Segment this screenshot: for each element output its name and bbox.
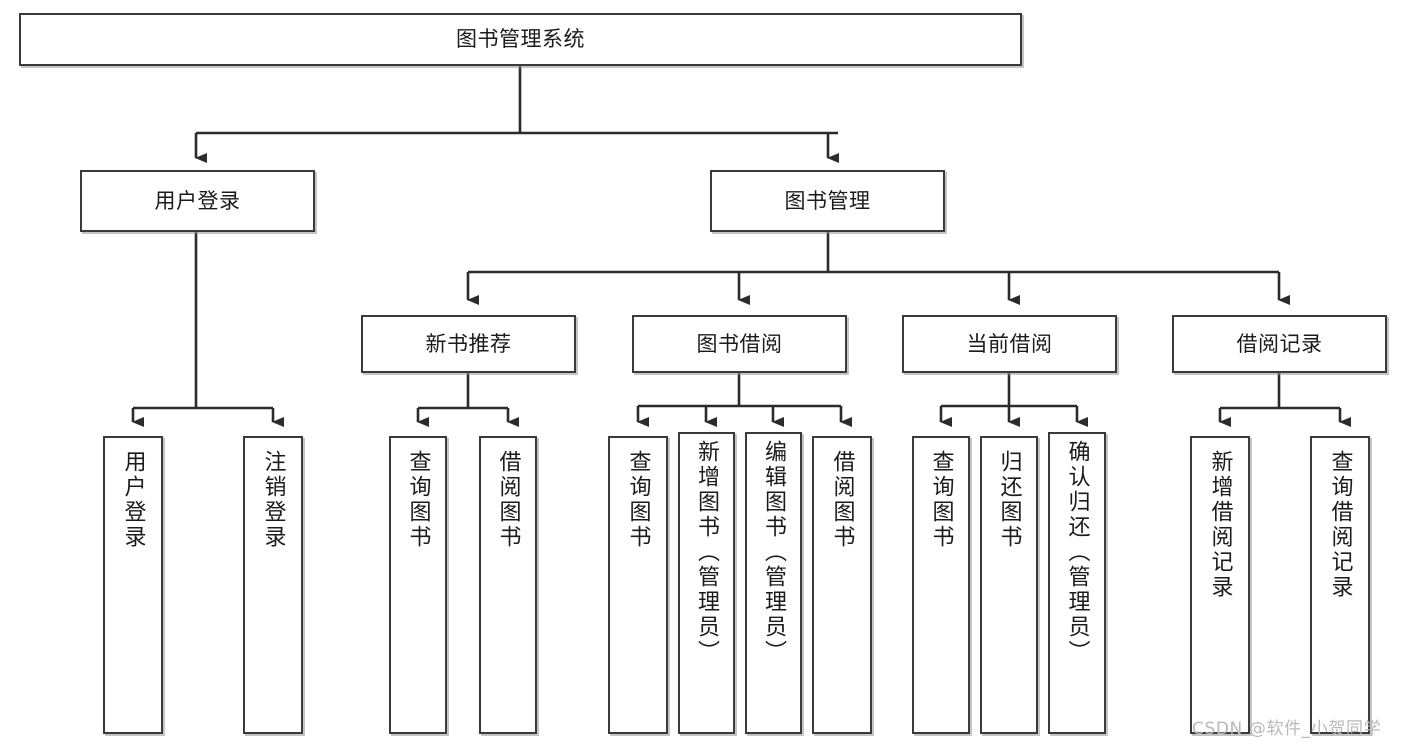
node-new-book-recommend[interactable]: 新书推荐 xyxy=(361,315,576,373)
node-current-borrow-label: 当前借阅 xyxy=(966,331,1053,356)
node-leaf-query-book-1[interactable]: 查询图书 xyxy=(389,436,447,734)
node-leaf-query-record[interactable]: 查询借阅记录 xyxy=(1310,436,1370,734)
node-leaf-query-record-label: 查询借阅记录 xyxy=(1327,450,1353,600)
node-book-borrow[interactable]: 图书借阅 xyxy=(632,315,847,373)
node-leaf-borrow-book-2[interactable]: 借阅图书 xyxy=(812,436,872,734)
node-leaf-add-record-label: 新增借阅记录 xyxy=(1207,450,1233,600)
node-leaf-edit-book-label: 编辑图书（管理员） xyxy=(761,440,787,665)
node-leaf-borrow-book-2-label: 借阅图书 xyxy=(829,450,855,550)
node-borrow-record-label: 借阅记录 xyxy=(1236,331,1323,356)
node-new-book-recommend-label: 新书推荐 xyxy=(425,331,512,356)
node-leaf-query-book-2-label: 查询图书 xyxy=(625,450,651,550)
node-leaf-user-logout[interactable]: 注销登录 xyxy=(243,436,303,734)
node-book-manage[interactable]: 图书管理 xyxy=(710,170,945,232)
node-leaf-query-book-1-label: 查询图书 xyxy=(405,450,431,550)
node-user-login-label: 用户登录 xyxy=(154,188,241,213)
node-leaf-confirm-return[interactable]: 确认归还（管理员） xyxy=(1048,432,1106,734)
node-leaf-return-book-label: 归还图书 xyxy=(996,450,1022,550)
node-leaf-user-logout-label: 注销登录 xyxy=(260,450,286,550)
node-leaf-edit-book[interactable]: 编辑图书（管理员） xyxy=(745,432,802,734)
node-borrow-record[interactable]: 借阅记录 xyxy=(1172,315,1387,373)
node-leaf-add-book-label: 新增图书（管理员） xyxy=(694,440,720,665)
node-root-label: 图书管理系统 xyxy=(456,27,585,52)
node-leaf-query-book-2[interactable]: 查询图书 xyxy=(608,436,668,734)
node-leaf-borrow-book-1-label: 借阅图书 xyxy=(495,450,521,550)
node-current-borrow[interactable]: 当前借阅 xyxy=(902,315,1117,373)
node-leaf-user-login-label: 用户登录 xyxy=(120,450,146,550)
node-leaf-add-record[interactable]: 新增借阅记录 xyxy=(1190,436,1250,734)
node-leaf-borrow-book-1[interactable]: 借阅图书 xyxy=(479,436,537,734)
node-user-login[interactable]: 用户登录 xyxy=(80,170,315,232)
node-book-manage-label: 图书管理 xyxy=(784,188,871,213)
node-leaf-user-login[interactable]: 用户登录 xyxy=(103,436,163,734)
node-leaf-confirm-return-label: 确认归还（管理员） xyxy=(1064,440,1090,665)
node-book-borrow-label: 图书借阅 xyxy=(696,331,783,356)
node-leaf-return-book[interactable]: 归还图书 xyxy=(980,436,1038,734)
node-leaf-add-book[interactable]: 新增图书（管理员） xyxy=(678,432,735,734)
node-leaf-query-book-3[interactable]: 查询图书 xyxy=(912,436,970,734)
csdn-watermark: CSDN @软件_小贺同学 xyxy=(1192,719,1382,739)
node-root[interactable]: 图书管理系统 xyxy=(19,13,1022,66)
node-leaf-query-book-3-label: 查询图书 xyxy=(928,450,954,550)
